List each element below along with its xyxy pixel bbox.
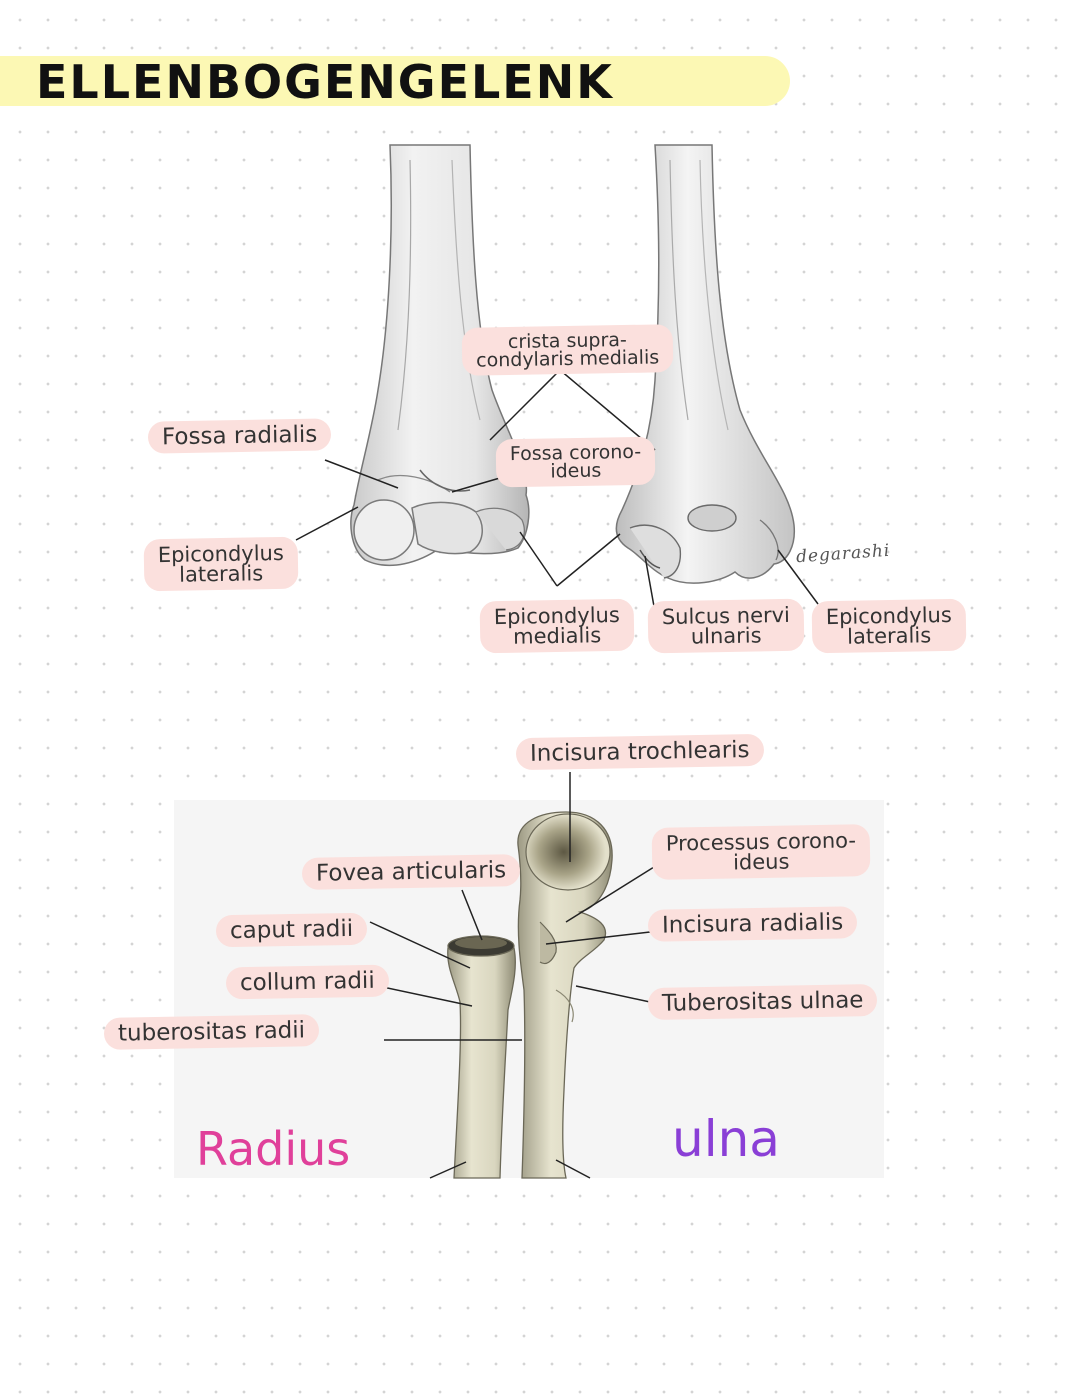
label-fossa-radialis: Fossa radialis <box>147 418 332 454</box>
ulna-bone <box>517 811 613 1179</box>
label-epicondylus-lateralis-right: Epicondylus lateralis <box>811 598 967 654</box>
ulna-name: ulna <box>672 1110 780 1168</box>
label-tuberositas-radii: tuberositas radii <box>103 1014 320 1050</box>
radius-name: Radius <box>196 1122 351 1176</box>
label-incisura-radialis: Incisura radialis <box>647 906 858 942</box>
humerus-anterior <box>350 144 530 567</box>
label-epicondylus-medialis: Epicondylus medialis <box>479 598 635 654</box>
title-highlight <box>0 56 790 106</box>
forearm-leader-lines <box>369 772 663 1179</box>
label-epicondylus-lateralis-left: Epicondylus lateralis <box>143 536 299 592</box>
label-collum-radii: collum radii <box>225 964 390 1000</box>
label-caput-radii: caput radii <box>215 912 368 948</box>
radius-bone <box>447 935 516 1179</box>
label-tuberositas-ulnae: Tuberositas ulnae <box>647 983 878 1021</box>
label-fossa-coronoideus: Fossa corono- ideus <box>495 436 656 488</box>
label-crista-supracondylaris: crista supra- condylaris medialis <box>461 324 674 376</box>
page-title: ELLENBOGENGELENK <box>36 55 614 109</box>
label-processus-coronoideus: Processus corono- ideus <box>651 824 871 880</box>
label-fovea-articularis: Fovea articularis <box>301 854 521 890</box>
label-incisura-trochlearis: Incisura trochlearis <box>515 733 764 771</box>
label-sulcus-nervi-ulnaris: Sulcus nervi ulnaris <box>647 598 805 654</box>
humerus-posterior <box>615 144 796 584</box>
humerus-leader-lines <box>295 369 819 613</box>
